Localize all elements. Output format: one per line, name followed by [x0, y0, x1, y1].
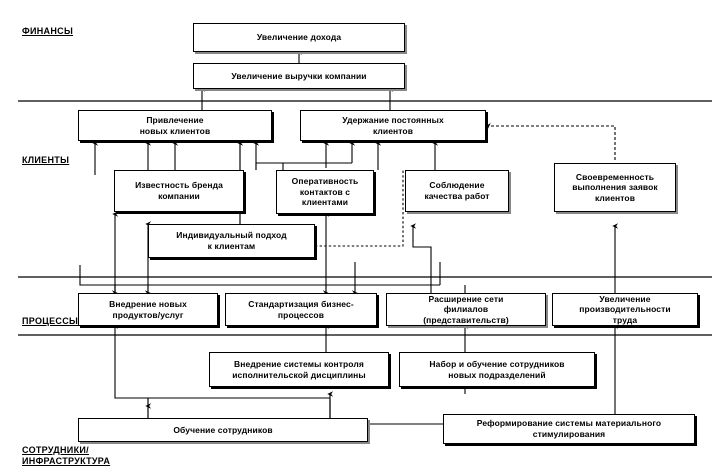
node-increase-income[interactable]: Увеличение дохода — [193, 23, 405, 52]
node-reform-incentive-system[interactable]: Реформирование системы материального сти… — [443, 414, 695, 444]
node-recruit-train-new-units[interactable]: Набор и обучение сотрудников новых подра… — [399, 352, 595, 387]
node-label: Оперативность контактов с клиентами — [291, 176, 359, 208]
node-label: Увеличение выручки компании — [231, 70, 367, 81]
node-label: Соблюдение качества работ — [424, 180, 490, 201]
node-new-products[interactable]: Внедрение новых продуктов/услуг — [78, 293, 218, 326]
node-staff-training[interactable]: Обучение сотрудников — [78, 418, 368, 442]
node-label: Расширение сети филиалов (представительс… — [423, 293, 509, 325]
node-contact-promptness[interactable]: Оперативность контактов с клиентами — [276, 170, 374, 214]
node-label: Внедрение новых продуктов/услуг — [109, 298, 187, 320]
node-increase-revenue[interactable]: Увеличение выручки компании — [193, 63, 405, 89]
node-attract-new-clients[interactable]: Привлечение новых клиентов — [78, 110, 272, 141]
node-individual-approach[interactable]: Индивидуальный подход к клиентам — [148, 224, 315, 258]
node-discipline-control-system[interactable]: Внедрение системы контроля исполнительск… — [209, 352, 389, 387]
node-label: Стандартизация бизнес- процессов — [248, 298, 354, 320]
node-increase-labor-productivity[interactable]: Увеличение производительности труда — [552, 293, 698, 326]
node-timely-order-fulfillment[interactable]: Своевременность выполнения заявок клиент… — [554, 163, 676, 212]
node-label: Набор и обучение сотрудников новых подра… — [429, 358, 565, 380]
node-label: Увеличение дохода — [256, 32, 342, 43]
node-label: Удержание постоянных клиентов — [342, 114, 444, 136]
node-label: Индивидуальный подход к клиентам — [176, 230, 287, 251]
node-standardize-processes[interactable]: Стандартизация бизнес- процессов — [225, 293, 377, 326]
node-quality-compliance[interactable]: Соблюдение качества работ — [405, 170, 509, 212]
node-brand-awareness[interactable]: Известность бренда компании — [114, 170, 244, 212]
node-expand-branch-network[interactable]: Расширение сети филиалов (представительс… — [386, 293, 546, 326]
node-label: Обучение сотрудников — [173, 424, 273, 435]
node-retain-regular-clients[interactable]: Удержание постоянных клиентов — [300, 110, 486, 141]
node-label: Внедрение системы контроля исполнительск… — [232, 358, 366, 380]
perspective-label-staff: СОТРУДНИКИ/ ИНФРАСТРУКТУРА — [22, 445, 111, 467]
perspective-label-clients: КЛИЕНТЫ — [22, 155, 70, 165]
perspective-label-finance: ФИНАНСЫ — [22, 26, 74, 36]
node-label: Известность бренда компании — [135, 180, 223, 201]
perspective-label-processes: ПРОЦЕССЫ — [22, 316, 79, 326]
node-label: Реформирование системы материального сти… — [476, 418, 662, 439]
node-label: Привлечение новых клиентов — [139, 114, 211, 136]
node-label: Своевременность выполнения заявок клиент… — [572, 171, 658, 203]
node-label: Увеличение производительности труда — [579, 293, 671, 325]
